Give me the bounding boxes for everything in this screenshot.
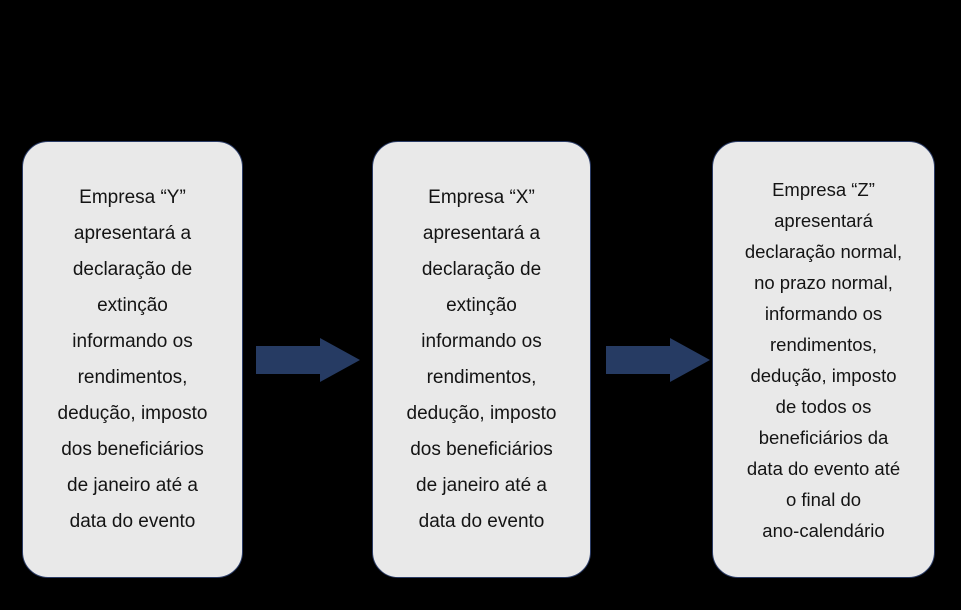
flow-box-empresa-x[interactable]: Empresa “X” apresentará a declaração de …	[372, 141, 591, 578]
flow-box-empresa-z-text: Empresa “Z” apresentará declaração norma…	[744, 178, 903, 541]
flow-box-empresa-y-text: Empresa “Y” apresentará a declaração de …	[57, 186, 208, 532]
flow-box-empresa-z[interactable]: Empresa “Z” apresentará declaração norma…	[712, 141, 935, 578]
arrow-right-icon-x-to-z	[606, 338, 710, 382]
flow-box-empresa-x-text: Empresa “X” apresentará a declaração de …	[406, 186, 557, 532]
flow-box-empresa-y[interactable]: Empresa “Y” apresentará a declaração de …	[22, 141, 243, 578]
arrow-right-icon-y-to-x	[256, 338, 360, 382]
